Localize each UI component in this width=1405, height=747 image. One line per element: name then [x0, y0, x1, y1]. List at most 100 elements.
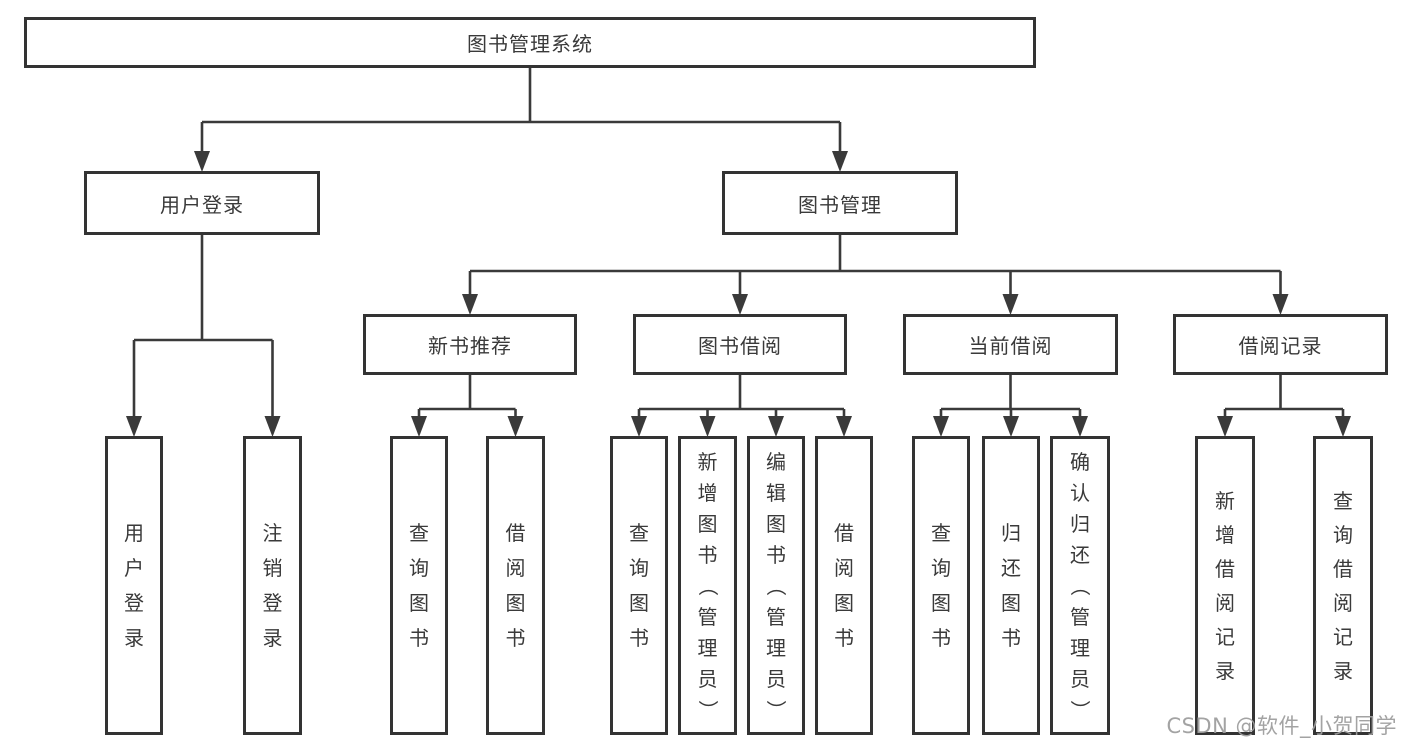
- node-label-char: 借: [1215, 556, 1235, 581]
- arrow-down-icon: [732, 294, 748, 315]
- watermark: CSDN @软件_小贺同学: [1166, 714, 1397, 738]
- node-label-char: 阅: [1215, 590, 1235, 615]
- node-label-char: 查: [409, 521, 429, 545]
- node-label-char: 借: [834, 521, 854, 545]
- arrow-down-icon: [836, 416, 852, 437]
- node-label: 用户登录: [160, 192, 244, 217]
- node-label-char: ）: [695, 699, 720, 720]
- node-label-char: 图: [505, 591, 526, 615]
- node-current-borrow: 当前借阅: [903, 314, 1118, 375]
- node-label-char: 询: [629, 556, 649, 580]
- node-label-char: 归: [1070, 511, 1090, 536]
- node-new-books: 新书推荐: [363, 314, 577, 375]
- node-leaf-add-books: 新增图书（管理员）: [678, 436, 737, 735]
- node-label-char: ）: [764, 699, 788, 720]
- arrow-down-icon: [832, 151, 848, 172]
- arrow-down-icon: [1335, 416, 1351, 437]
- node-leaf-query-books-3: 查询图书: [912, 436, 970, 735]
- arrow-down-icon: [1272, 294, 1289, 315]
- node-label-char: 增: [697, 480, 718, 505]
- arrow-down-icon: [264, 416, 281, 437]
- node-label-char: 登: [262, 591, 283, 615]
- node-leaf-query-books-1: 查询图书: [390, 436, 448, 735]
- node-label-char: 管: [697, 604, 718, 629]
- node-label-char: 记: [1215, 624, 1235, 649]
- node-label-char: 书: [505, 626, 526, 650]
- node-leaf-user-login: 用户登录: [105, 436, 163, 735]
- arrow-down-icon: [507, 416, 524, 437]
- arrow-down-icon: [126, 416, 142, 437]
- node-leaf-add-record: 新增借阅记录: [1195, 436, 1255, 735]
- arrow-down-icon: [1217, 416, 1233, 437]
- node-label-char: 辑: [766, 480, 786, 505]
- node-label-char: 借: [505, 521, 526, 545]
- arrow-down-icon: [411, 416, 427, 437]
- node-label-char: 询: [1333, 522, 1353, 547]
- node-leaf-query-books-2: 查询图书: [610, 436, 668, 735]
- arrow-down-icon: [933, 416, 949, 437]
- node-label-char: 书: [629, 626, 649, 650]
- node-label-char: 书: [766, 542, 786, 567]
- node-label-char: 归: [1001, 521, 1021, 545]
- arrow-down-icon: [768, 416, 784, 437]
- node-label-char: 录: [262, 626, 283, 650]
- node-leaf-return-books: 归还图书: [982, 436, 1040, 735]
- node-label-char: 图: [931, 591, 951, 615]
- node-label-char: 图: [629, 591, 649, 615]
- node-label-char: 理: [697, 635, 718, 660]
- node-label-char: 新: [1215, 488, 1235, 513]
- node-label-char: 理: [766, 635, 786, 660]
- node-label-char: 查: [931, 521, 951, 545]
- node-label-char: 录: [1333, 658, 1353, 683]
- node-label: 新书推荐: [428, 334, 512, 358]
- node-label-char: 销: [262, 556, 283, 580]
- node-label-char: 询: [409, 556, 429, 580]
- node-label-char: 记: [1333, 624, 1353, 649]
- node-label-char: 用: [124, 521, 144, 545]
- node-label-char: 员: [766, 666, 786, 691]
- node-label-char: 员: [697, 666, 718, 691]
- arrow-down-icon: [1003, 416, 1019, 437]
- node-root: 图书管理系统: [24, 17, 1036, 68]
- node-label: 图书管理: [798, 192, 882, 217]
- arrow-down-icon: [699, 416, 716, 437]
- arrow-down-icon: [194, 151, 210, 172]
- arrow-down-icon: [1072, 416, 1088, 437]
- node-label-char: 书: [931, 626, 951, 650]
- node-label-char: 还: [1001, 556, 1021, 580]
- node-label-char: ）: [1068, 699, 1092, 720]
- node-label-char: 新: [697, 449, 718, 474]
- node-label-char: 员: [1070, 666, 1090, 691]
- node-label-char: 理: [1070, 635, 1090, 660]
- node-label-char: 借: [1333, 556, 1353, 581]
- node-label-char: 户: [124, 556, 144, 580]
- arrow-down-icon: [631, 416, 647, 437]
- node-user-login: 用户登录: [84, 171, 320, 235]
- node-label-char: 图: [409, 591, 429, 615]
- arrow-down-icon: [1002, 294, 1019, 315]
- node-label-char: 录: [124, 626, 144, 650]
- node-label-char: 图: [834, 591, 854, 615]
- node-label-char: 阅: [505, 556, 526, 580]
- node-label: 图书管理系统: [467, 32, 593, 56]
- node-label-char: （: [1068, 575, 1092, 596]
- node-label-char: 书: [697, 542, 718, 567]
- node-label-char: 录: [1215, 658, 1235, 683]
- node-label-char: 管: [766, 604, 786, 629]
- node-label-char: 书: [1001, 626, 1021, 650]
- node-label-char: 查: [1333, 488, 1353, 513]
- node-label-char: 询: [931, 556, 951, 580]
- node-label-char: 书: [834, 626, 854, 650]
- node-label-char: 确: [1070, 449, 1090, 474]
- node-label-char: 书: [409, 626, 429, 650]
- node-label-char: 图: [766, 511, 786, 536]
- node-label-char: 查: [629, 521, 649, 545]
- node-label-char: 管: [1070, 604, 1090, 629]
- node-label-char: 图: [697, 511, 718, 536]
- node-leaf-edit-books: 编辑图书（管理员）: [747, 436, 805, 735]
- arrow-down-icon: [462, 294, 478, 315]
- node-label: 当前借阅: [968, 334, 1053, 358]
- node-label-char: 登: [124, 591, 144, 615]
